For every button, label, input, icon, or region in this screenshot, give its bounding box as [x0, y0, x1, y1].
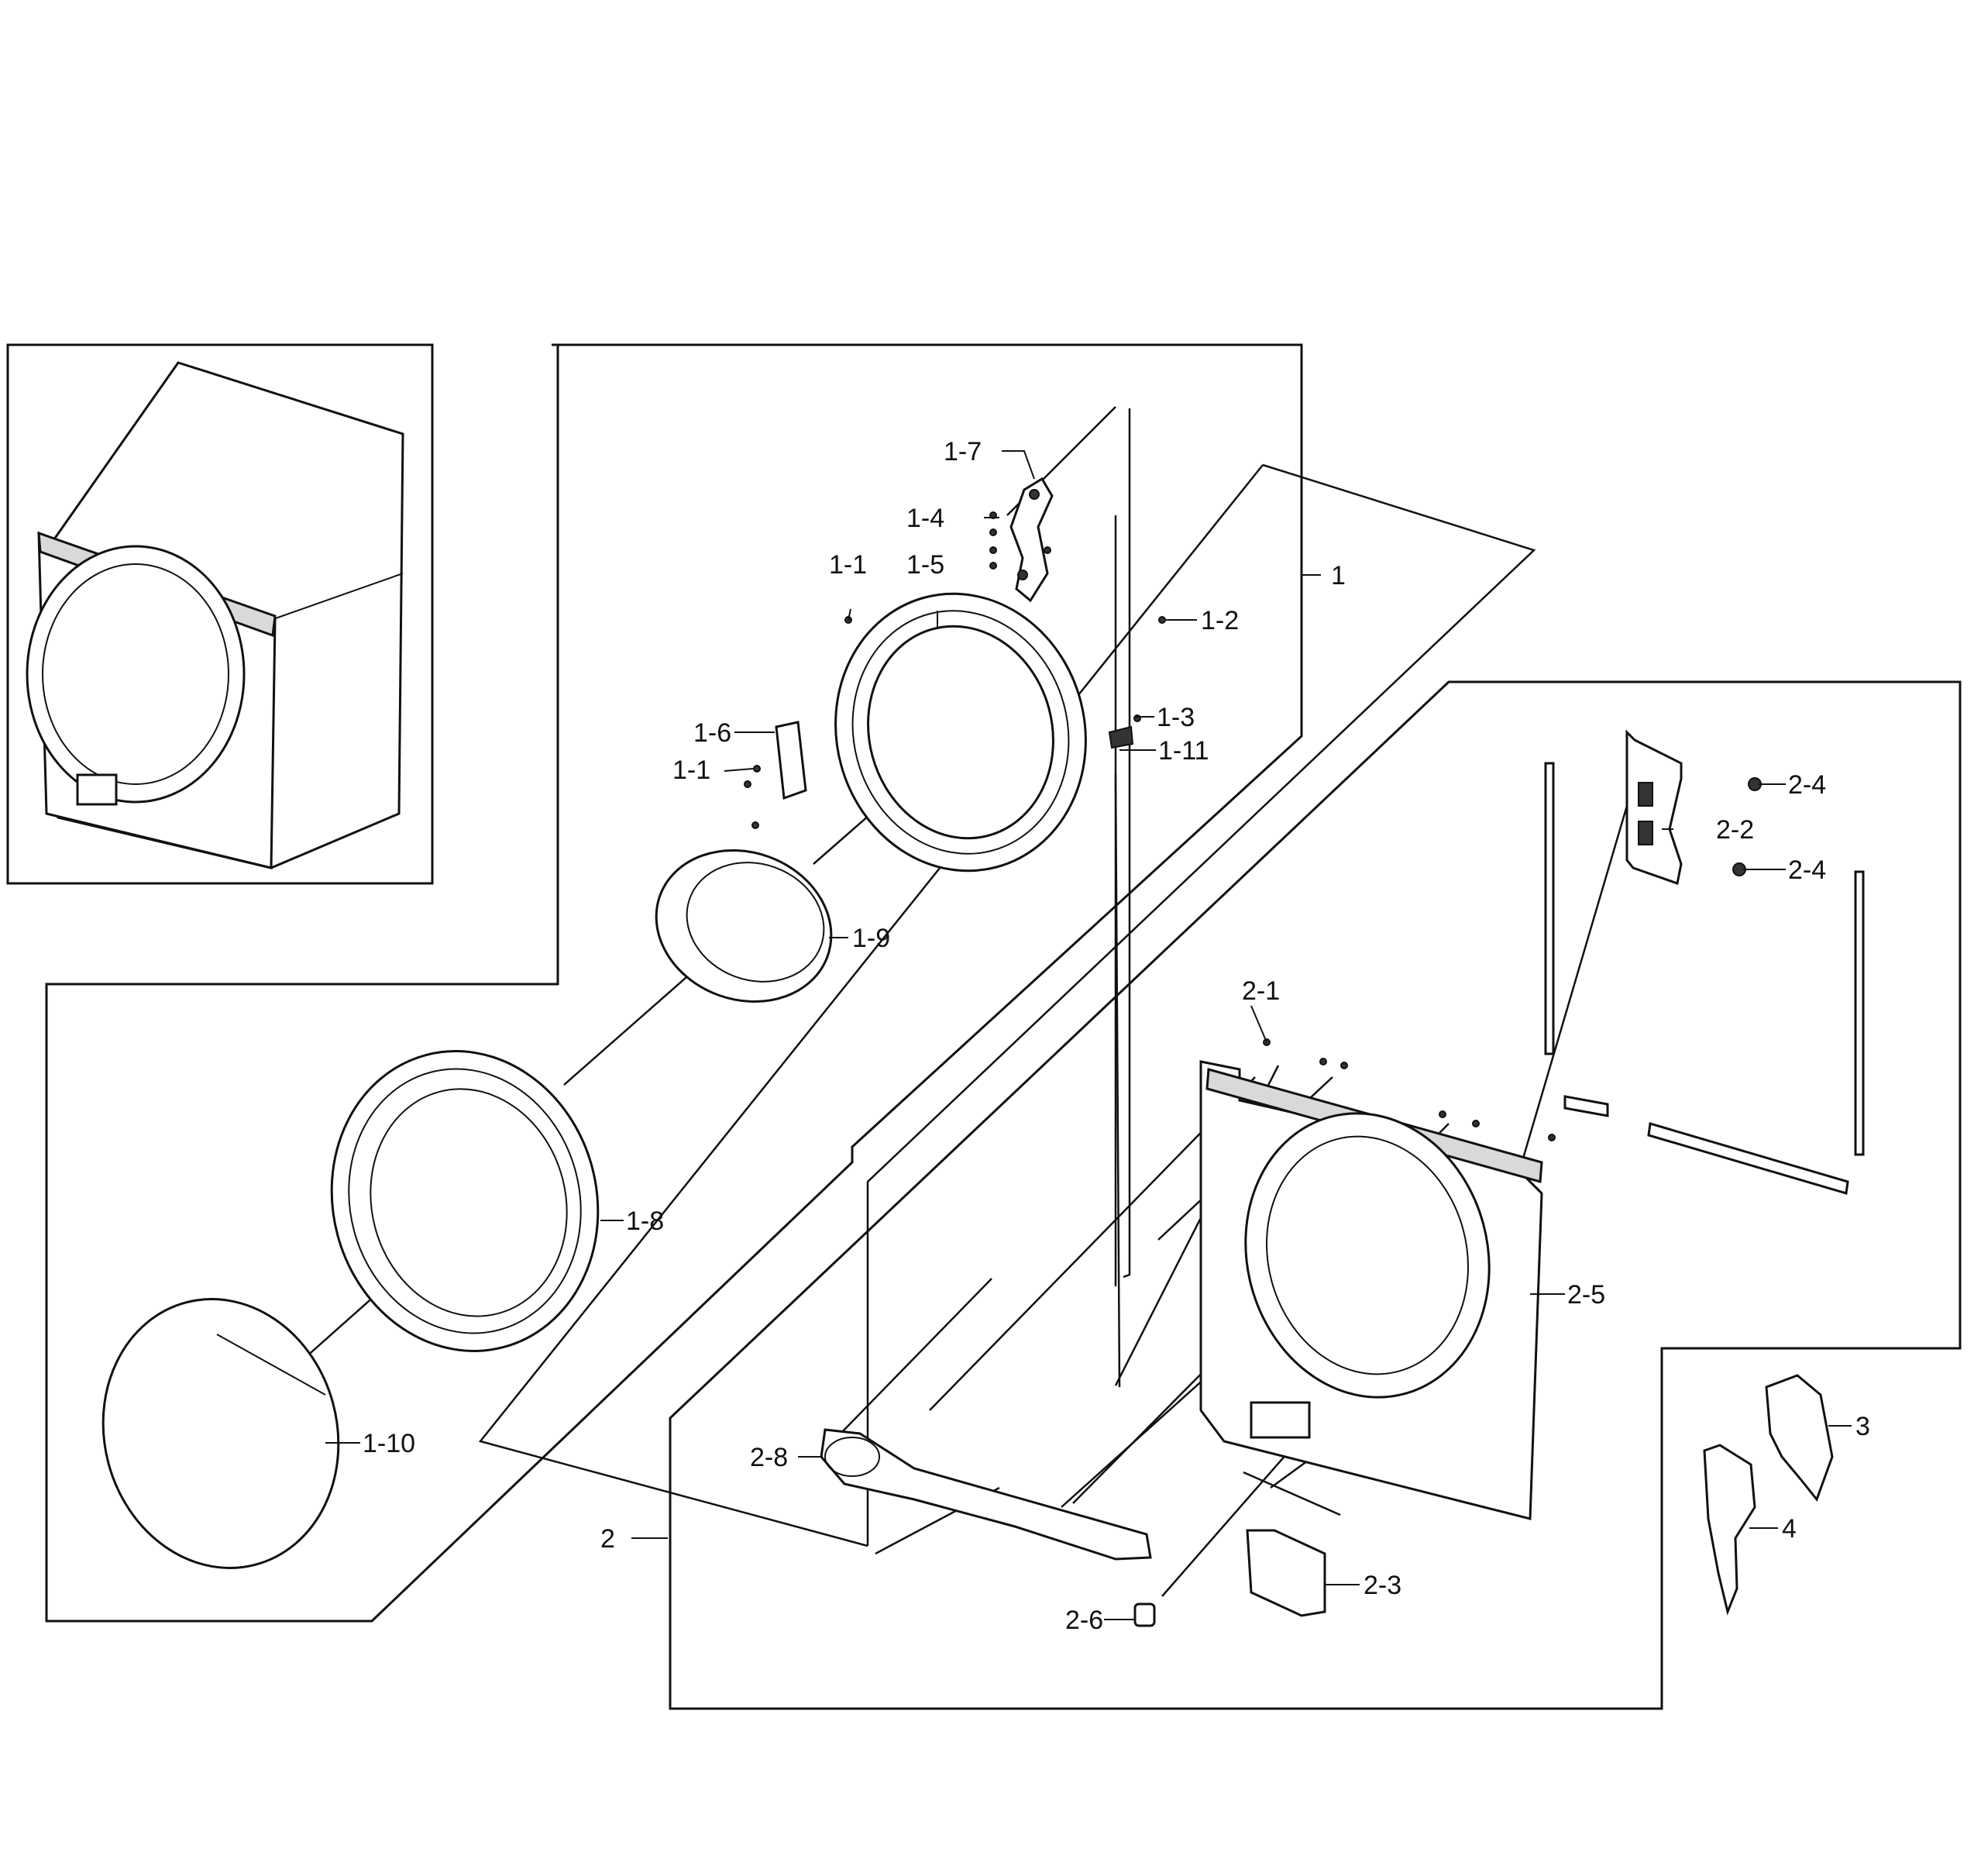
door-inner-glass — [655, 849, 833, 1003]
callout-1-1-top: 1-1 — [829, 550, 867, 580]
panel-screws — [1263, 1038, 1556, 1141]
callout-1-1-left: 1-1 — [672, 756, 710, 785]
door-frame-outer — [834, 592, 1087, 873]
hinge-part — [1009, 477, 1054, 603]
callout-2-1: 2-1 — [1242, 976, 1280, 1006]
door-lock-parts — [744, 616, 1166, 829]
front-panel — [1199, 1060, 1543, 1520]
callout-1-9: 1-9 — [852, 924, 890, 953]
door-cover — [101, 1298, 340, 1569]
callout-1-5: 1-5 — [906, 550, 944, 580]
callout-3: 3 — [1855, 1412, 1870, 1441]
callout-1-2: 1-2 — [1201, 606, 1239, 635]
callout-labels: 1 1-1 1-5 1-2 1-3 1-4 1-7 1-6 1-1 1-11 1… — [363, 437, 1870, 1635]
control-parts — [1703, 1374, 1834, 1616]
door-outer-ring — [330, 1050, 600, 1352]
group-1-frame — [45, 343, 1303, 1623]
small-grommet — [1133, 1602, 1156, 1627]
callout-2-3: 2-3 — [1364, 1571, 1401, 1600]
callout-1: 1 — [1331, 561, 1346, 590]
callout-2-8: 2-8 — [750, 1443, 788, 1472]
door-switch-bracket — [1625, 729, 1683, 885]
callout-2: 2 — [600, 1524, 615, 1554]
trim-strips — [1544, 762, 1865, 1195]
lower-bezel — [820, 1428, 1152, 1561]
callout-leaders — [325, 450, 1852, 1620]
callout-1-8: 1-8 — [626, 1206, 664, 1236]
callout-2-4-bottom: 2-4 — [1788, 855, 1826, 885]
callout-1-4: 1-4 — [906, 504, 944, 533]
callout-1-11: 1-11 — [1158, 736, 1209, 766]
callout-4: 4 — [1782, 1514, 1797, 1544]
callout-1-10: 1-10 — [363, 1429, 415, 1458]
callout-1-7: 1-7 — [944, 437, 982, 466]
nuts — [1732, 777, 1762, 876]
callout-2-4-top: 2-4 — [1788, 770, 1826, 800]
callout-1-3: 1-3 — [1157, 703, 1195, 732]
overview-inset — [6, 343, 434, 885]
group-2-frame — [669, 680, 1962, 1710]
switch-housing — [1246, 1529, 1326, 1617]
dryer-overview-illustration — [26, 361, 404, 869]
callout-2-2: 2-2 — [1716, 815, 1754, 845]
callout-1-6: 1-6 — [693, 718, 731, 748]
callout-2-5: 2-5 — [1567, 1280, 1605, 1310]
callout-2-6: 2-6 — [1065, 1606, 1103, 1635]
